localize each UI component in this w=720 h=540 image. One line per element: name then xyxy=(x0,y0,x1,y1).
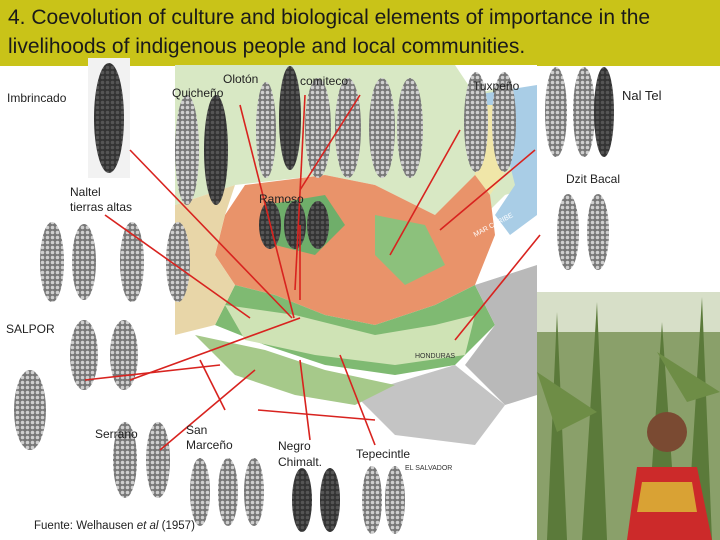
map-label-el-salvador: EL SALVADOR xyxy=(405,465,452,472)
label-negro-line2: Chimalt. xyxy=(278,455,323,469)
label-salpor: SALPOR xyxy=(6,322,55,336)
cobs-quicheno xyxy=(175,95,228,205)
title-line-1: 4. Coevolution of culture and biological… xyxy=(8,6,651,29)
cobs-oloton xyxy=(256,66,301,178)
source-citation: Fuente: Welhausen et al (1957) xyxy=(34,520,195,532)
label-quicheno: Quicheño xyxy=(172,86,224,100)
cobs-tepecintle xyxy=(362,466,405,534)
label-ramoso: Ramoso xyxy=(259,192,304,206)
map-label-honduras: HONDURAS xyxy=(415,353,455,360)
source-prefix: Fuente: Welhausen xyxy=(34,520,137,532)
title-line-2: livelihoods of indigenous people and loc… xyxy=(8,35,526,58)
label-san-marceno-line2: Marceño xyxy=(186,438,233,452)
cobs-nal-tel xyxy=(545,67,614,157)
cornfield-photo xyxy=(537,292,720,540)
label-serrano: Serrano xyxy=(95,427,138,441)
label-oloton: Olotón xyxy=(223,72,259,86)
cobs-san-marceno xyxy=(190,458,264,526)
label-tuxpeno: Tuxpeño xyxy=(473,79,520,93)
label-negro-line1: Negro xyxy=(278,439,311,453)
label-comiteco: comiteco xyxy=(300,74,349,88)
red-arrows xyxy=(84,94,541,451)
label-dzit-bacal: Dzit Bacal xyxy=(566,172,621,186)
label-imbricado: Imbrincado xyxy=(7,91,67,105)
label-naltel-line1: Naltel xyxy=(70,185,101,199)
title-bar: 4. Coevolution of culture and biological… xyxy=(0,0,720,66)
cobs-serrano xyxy=(113,422,170,498)
cobs-comiteco xyxy=(305,78,423,178)
cobs-ramoso xyxy=(259,201,329,249)
cobs-negro-chimaltenango xyxy=(292,468,340,532)
label-san-marceno-line1: San xyxy=(186,423,208,437)
cobs-dzit-bacal xyxy=(557,194,609,270)
label-tepecintle: Tepecintle xyxy=(356,447,411,461)
label-nal-tel: Nal Tel xyxy=(622,88,662,103)
source-suffix: (1957) xyxy=(158,520,195,532)
cobs-naltel-tierras-altas xyxy=(40,222,190,302)
cobs-salpor xyxy=(14,320,138,450)
cobs-tuxpeno xyxy=(464,72,516,172)
source-italic: et al xyxy=(136,520,159,532)
cobs-imbricado xyxy=(88,58,130,178)
label-naltel-line2: tierras altas xyxy=(70,200,133,214)
